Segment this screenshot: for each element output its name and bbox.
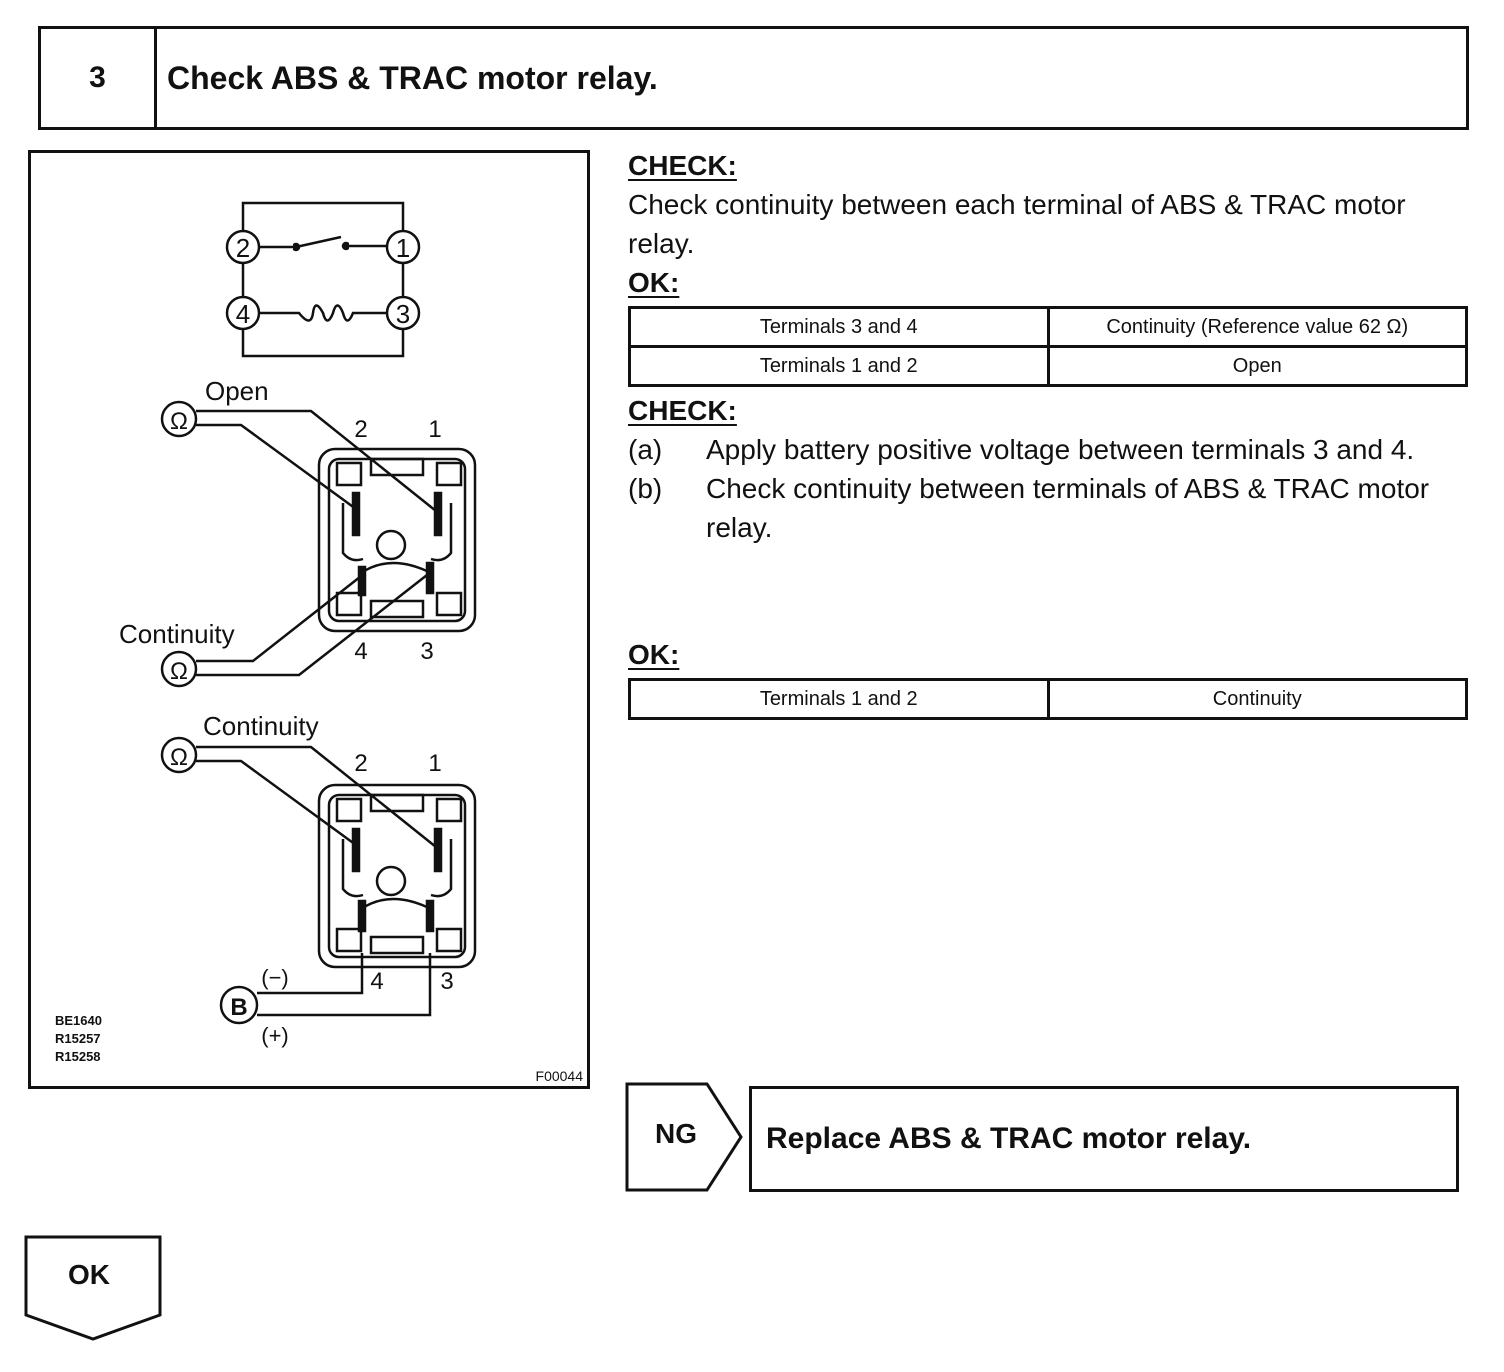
schematic-terminal-2: 2	[236, 233, 250, 263]
pin-label-4: 4	[370, 968, 383, 995]
relay-test-energized: Continuity Ω 2 1 B (−) (+) 4 3	[160, 711, 477, 1048]
pin-label-2: 2	[354, 750, 367, 777]
table-cell: Terminals 1 and 2	[628, 345, 1050, 387]
ok-heading: OK:	[628, 267, 680, 298]
schematic-terminal-3: 3	[396, 299, 410, 329]
ng-label: NG	[655, 1118, 697, 1149]
ok-heading: OK:	[628, 639, 680, 670]
relay-diagram-figure: 2 1 4 3 Open Ω 2 1 Ω	[28, 150, 590, 1089]
ok-label: OK	[68, 1259, 110, 1290]
ng-result-box: NG	[625, 1082, 743, 1192]
pin-label-3: 3	[420, 638, 433, 665]
procedure-text: CHECK: Check continuity between each ter…	[628, 146, 1470, 720]
check-heading: CHECK:	[628, 395, 737, 426]
spec-table-unenergized: Terminals 3 and 4 Continuity (Reference …	[628, 306, 1468, 387]
schematic-terminal-4: 4	[236, 299, 250, 329]
schematic-terminal-1: 1	[396, 233, 410, 263]
step-text: Apply battery positive voltage between t…	[706, 434, 1415, 465]
step-label: (b)	[628, 473, 663, 504]
step-title: Check ABS & TRAC motor relay.	[167, 59, 658, 96]
table-cell: Continuity	[1046, 678, 1468, 720]
ohmmeter-icon: Ω	[170, 744, 188, 771]
figure-code: R15257	[55, 1031, 101, 1046]
pin-label-3: 3	[440, 968, 453, 995]
pin-label-1: 1	[428, 750, 441, 777]
step-header: 3 Check ABS & TRAC motor relay.	[38, 26, 1469, 130]
check-instruction: Check continuity between each terminal o…	[628, 189, 1406, 259]
table-cell: Open	[1046, 345, 1468, 387]
table-cell: Continuity (Reference value 62 Ω)	[1046, 306, 1468, 348]
figure-code: R15258	[55, 1049, 101, 1064]
table-row: Terminals 1 and 2 Continuity	[628, 678, 1468, 720]
check-heading: CHECK:	[628, 150, 737, 181]
positive-label: (+)	[261, 1023, 289, 1048]
continuity-label: Continuity	[119, 619, 235, 649]
negative-label: (−)	[261, 965, 289, 990]
figure-code: BE1640	[55, 1013, 102, 1028]
table-cell: Terminals 1 and 2	[628, 678, 1050, 720]
continuity-label: Continuity	[203, 711, 319, 741]
step-item: (b) Check continuity between terminals o…	[628, 469, 1470, 547]
step-number: 3	[41, 29, 157, 127]
pin-label-2: 2	[354, 416, 367, 443]
relay-schematic: 2 1 4 3	[225, 201, 421, 358]
table-cell: Terminals 3 and 4	[628, 306, 1050, 348]
relay-diagram: 2 1 4 3 Open Ω 2 1 Ω	[55, 201, 584, 1084]
table-row: Terminals 1 and 2 Open	[628, 345, 1468, 387]
ng-action: Replace ABS & TRAC motor relay.	[749, 1086, 1459, 1192]
step-label: (a)	[628, 434, 663, 465]
pin-label-1: 1	[428, 416, 441, 443]
open-label: Open	[205, 376, 269, 406]
ohmmeter-icon: Ω	[170, 658, 188, 685]
step-item: (a) Apply battery positive voltage betwe…	[628, 430, 1470, 469]
table-row: Terminals 3 and 4 Continuity (Reference …	[628, 306, 1468, 348]
ohmmeter-icon: Ω	[170, 408, 188, 435]
figure-id: F00044	[536, 1068, 584, 1084]
ok-result-box: OK	[24, 1235, 162, 1341]
pin-label-4: 4	[354, 638, 367, 665]
spec-table-energized: Terminals 1 and 2 Continuity	[628, 678, 1468, 720]
relay-test-unenergized: Open Ω 2 1 Ω Continuity 4 3	[119, 376, 477, 688]
battery-icon: B	[230, 994, 247, 1021]
step-text: Check continuity between terminals of AB…	[706, 473, 1430, 543]
